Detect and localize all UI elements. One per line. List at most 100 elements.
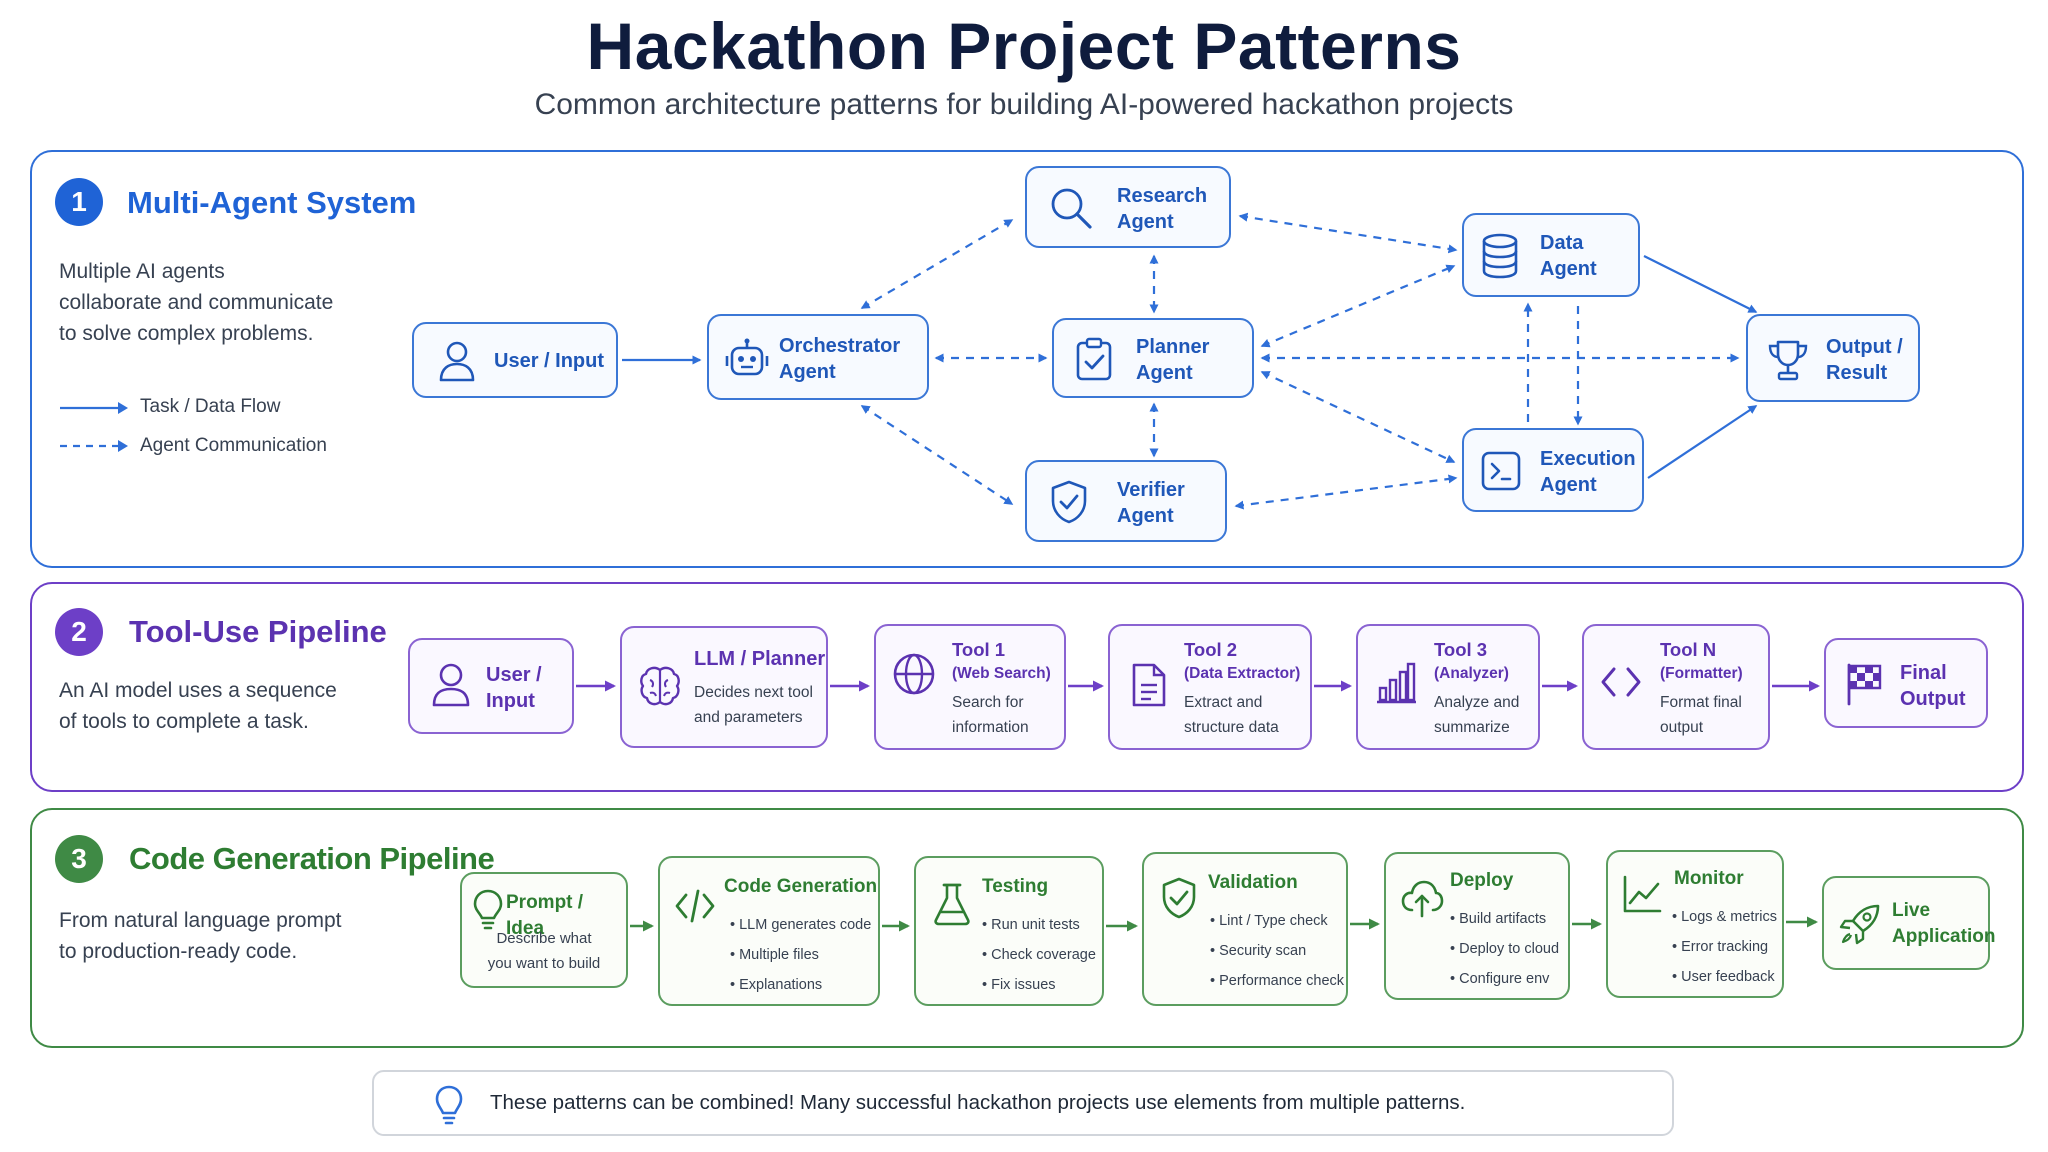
- node-title: Tool 3(Analyzer): [1434, 639, 1509, 682]
- node-bullets: • Run unit tests• Check coverage• Fix is…: [982, 917, 1096, 993]
- node-title: Testing: [982, 876, 1049, 897]
- code-icon: [675, 889, 715, 923]
- lightbulb-icon: [473, 889, 503, 930]
- dash-orchestrator-research: [860, 219, 1014, 309]
- shield-check-icon: [1162, 877, 1196, 919]
- dash-planner-data: [1260, 264, 1456, 348]
- node-title: LLM / Planner: [694, 648, 826, 670]
- clipboard-check-icon: [1076, 337, 1112, 381]
- section-number-badge: 2: [55, 608, 103, 656]
- node-label: Output /Result: [1826, 336, 1903, 384]
- dash-research-data: [1238, 212, 1458, 254]
- tool-user-input-node: User /Input: [408, 638, 574, 734]
- terminal-icon: [1481, 451, 1521, 491]
- globe-icon: [893, 653, 935, 695]
- node-label: User /Input: [486, 664, 542, 712]
- tip-note: These patterns can be combined! Many suc…: [372, 1070, 1674, 1136]
- database-icon: [1482, 233, 1518, 279]
- shield-check-icon: [1051, 480, 1087, 524]
- person-icon: [432, 663, 470, 707]
- arrow-data-to-output: [1643, 255, 1758, 313]
- cloud-upload-icon: [1401, 880, 1444, 918]
- section-number-badge: 1: [55, 178, 103, 226]
- node-bullets: • Build artifacts• Deploy to cloud• Conf…: [1450, 911, 1560, 987]
- section-number-badge: 3: [55, 835, 103, 883]
- person-icon: [439, 341, 475, 382]
- node-bullets: • LLM generates code• Multiple files• Ex…: [730, 917, 872, 993]
- section-code-generation: [30, 808, 2024, 1048]
- node-bullets: • Lint / Type check• Security scan• Perf…: [1210, 913, 1345, 989]
- page-title: Hackathon Project Patterns: [586, 9, 1462, 83]
- section-title: Code Generation Pipeline: [129, 841, 495, 876]
- legend-lines: [60, 402, 128, 452]
- node-title: Deploy: [1450, 870, 1514, 891]
- validation-node: Validation • Lint / Type check• Security…: [1142, 852, 1348, 1006]
- node-title: Code Generation: [724, 876, 878, 897]
- search-icon: [1051, 188, 1092, 229]
- legend-task-flow: Task / Data Flow: [140, 396, 281, 417]
- bar-chart-icon: [1377, 662, 1416, 704]
- section-tool-use: [30, 582, 2024, 792]
- node-title: Monitor: [1674, 868, 1744, 889]
- code-brackets-icon: [1601, 667, 1641, 697]
- dash-orchestrator-verifier: [860, 405, 1014, 505]
- node-label: User / Input: [494, 350, 605, 372]
- dash-planner-execution: [1260, 371, 1456, 463]
- rocket-icon: [1839, 904, 1880, 945]
- section-title: Multi-Agent System: [127, 185, 417, 220]
- output-result-node: Output /Result: [1746, 314, 1920, 402]
- deploy-node: Deploy • Build artifacts• Deploy to clou…: [1384, 852, 1570, 1000]
- user-input-node: User / Input: [412, 322, 618, 398]
- node-title: Tool 2(Data Extractor): [1184, 639, 1301, 682]
- arrow-execution-to-output: [1647, 405, 1758, 479]
- section-title: Tool-Use Pipeline: [129, 614, 387, 649]
- section-multi-agent: [30, 150, 2024, 568]
- dash-verifier-execution: [1234, 474, 1458, 510]
- node-title: Tool 1(Web Search): [952, 639, 1051, 682]
- node-title: Tool N(Formatter): [1660, 639, 1743, 682]
- tip-text: These patterns can be combined! Many suc…: [490, 1091, 1466, 1114]
- robot-icon: [725, 338, 769, 376]
- code-generation-node: Code Generation • LLM generates code• Mu…: [658, 856, 880, 1006]
- node-bullets: • Logs & metrics• Error tracking• User f…: [1672, 909, 1777, 985]
- legend-agent-communication: Agent Communication: [140, 435, 327, 456]
- flask-icon: [934, 883, 970, 926]
- node-title: Prompt / Idea: [506, 892, 584, 939]
- page-subtitle: Common architecture patterns for buildin…: [534, 88, 1514, 121]
- brain-icon: [640, 666, 680, 706]
- line-chart-icon: [1623, 875, 1662, 913]
- checkered-flag-icon: [1847, 663, 1882, 706]
- lightbulb-icon: [435, 1085, 463, 1125]
- document-icon: [1132, 663, 1166, 707]
